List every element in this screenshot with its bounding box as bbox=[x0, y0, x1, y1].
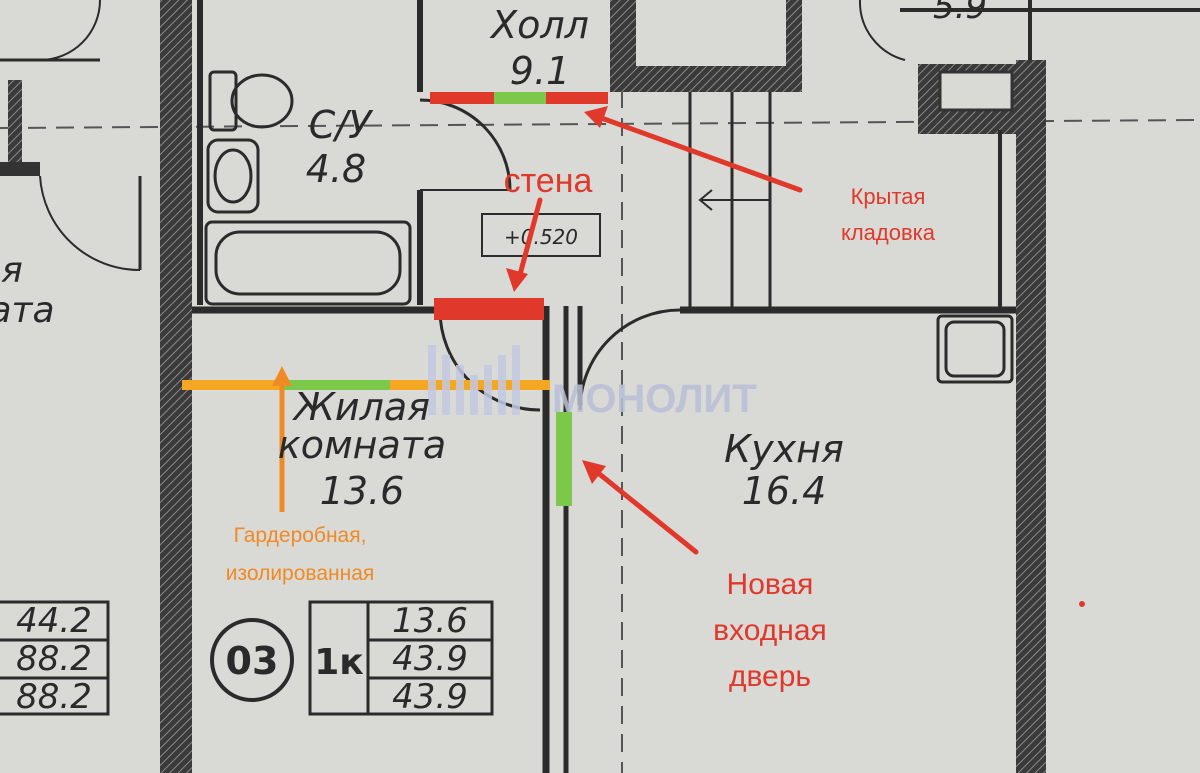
stair-arrow-icon bbox=[698, 189, 770, 211]
top-right-area: 5.9 bbox=[933, 0, 987, 27]
apartment-type: 1к bbox=[314, 642, 363, 683]
hall-opening-green bbox=[494, 92, 546, 104]
walls bbox=[0, 0, 1046, 773]
apartment-total-area: 43.9 bbox=[392, 639, 468, 679]
wall-arrow-icon bbox=[515, 197, 543, 285]
toilet-bowl-icon bbox=[230, 73, 294, 129]
annotation-arrows bbox=[272, 106, 803, 555]
door-note-line2: входная bbox=[713, 614, 827, 647]
storage-note-line1: Крытая bbox=[851, 184, 926, 209]
hall-area: 9.1 bbox=[510, 49, 570, 93]
left-table: 44.2 88.2 88.2 bbox=[0, 600, 110, 717]
apartment-table: 03 1к 13.6 43.9 43.9 bbox=[210, 600, 494, 717]
wardrobe-note-line2: изолированная bbox=[226, 562, 375, 585]
watermark: МОНОЛИТ bbox=[428, 345, 757, 421]
room-labels: Холл 9.1 5.9 С/У 4.8 Жилая комната 13.6 … bbox=[0, 0, 987, 513]
wall-right bbox=[1016, 60, 1046, 773]
left-table-cell: 44.2 bbox=[16, 601, 92, 641]
living-area: 13.6 bbox=[320, 469, 405, 513]
left-room-fragment-line1: я bbox=[1, 250, 23, 291]
left-table-cell: 88.2 bbox=[16, 677, 92, 717]
hall-name: Холл bbox=[489, 3, 589, 47]
apartment-number: 03 bbox=[226, 639, 279, 683]
bathroom-area: 4.8 bbox=[306, 147, 366, 191]
toilet-tank-icon bbox=[208, 70, 238, 132]
wardrobe-wall-orange-left bbox=[182, 380, 282, 390]
storage-note-line2: кладовка bbox=[841, 220, 936, 245]
left-table-cell: 88.2 bbox=[16, 639, 92, 679]
door-note-line3: дверь bbox=[729, 660, 811, 693]
door-note-line1: Новая bbox=[727, 568, 814, 601]
hall-wall-red-left bbox=[430, 92, 494, 104]
wall-hall-top bbox=[610, 66, 800, 92]
sink-icon bbox=[206, 138, 260, 214]
wardrobe-opening-green bbox=[282, 380, 390, 390]
new-door-green bbox=[556, 412, 572, 506]
living-name-line2: комната bbox=[278, 423, 446, 467]
level-mark: +0.520 bbox=[504, 225, 578, 249]
storage-niche bbox=[938, 70, 1014, 112]
kitchen-sink-icon bbox=[936, 314, 1014, 384]
kitchen-door-arc bbox=[578, 308, 681, 411]
kitchen-area: 16.4 bbox=[742, 469, 827, 513]
wardrobe-note-line1: Гардеробная, bbox=[234, 524, 367, 547]
watermark-text: МОНОЛИТ bbox=[552, 377, 757, 421]
wall-note: стена bbox=[504, 162, 593, 200]
bathroom-name: С/У bbox=[309, 103, 374, 147]
living-name-line1: Жилая bbox=[292, 385, 430, 429]
wall-left-stub bbox=[0, 162, 40, 176]
kitchen-name: Кухня bbox=[724, 427, 844, 471]
bathtub-icon bbox=[204, 220, 412, 306]
apartment-total-area-2: 43.9 bbox=[392, 677, 468, 717]
new-wall-red bbox=[434, 298, 544, 320]
apartment-number-circle bbox=[210, 618, 294, 702]
bathroom-fixtures bbox=[39, 0, 1014, 412]
wall-left-fragment bbox=[8, 80, 22, 170]
annotations: стена Крытая кладовка Новая входная двер… bbox=[226, 162, 1085, 693]
hall-wall-red-right bbox=[546, 92, 608, 104]
storage-arrow-icon bbox=[593, 113, 803, 193]
level-mark-box bbox=[481, 213, 601, 257]
door-arrow-icon bbox=[589, 465, 699, 555]
left-room-fragment-line2: ата bbox=[0, 290, 55, 331]
wall-hall-top-right bbox=[786, 0, 802, 92]
apartment-living-area: 13.6 bbox=[392, 601, 468, 641]
